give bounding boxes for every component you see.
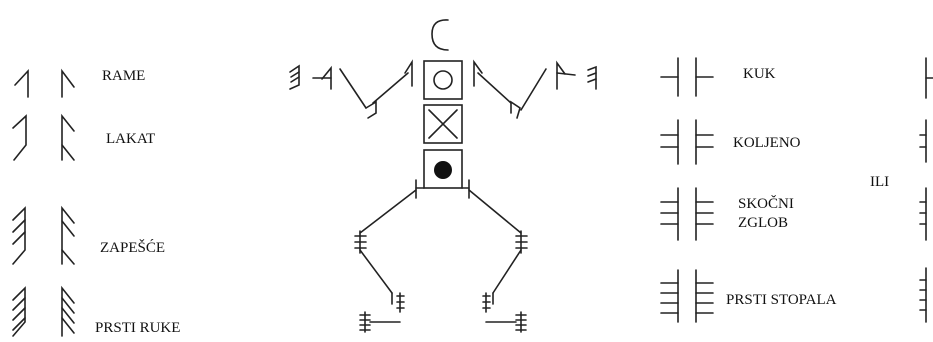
right-leg: [462, 180, 527, 332]
wrist-symbol: [13, 208, 74, 264]
head-symbol: [432, 20, 448, 50]
shoulder-symbol: [15, 71, 74, 97]
wrist-label: ZAPEŠĆE: [100, 239, 165, 256]
fingers-label: PRSTI RUKE: [95, 320, 180, 336]
fingers-symbol: [13, 288, 74, 336]
left-leg: [355, 180, 424, 332]
hip-symbol: [661, 58, 713, 96]
left-arm: [290, 62, 412, 118]
elbow-label: LAKAT: [106, 131, 155, 147]
knee-symbol: [661, 120, 713, 164]
alternative-symbols: [920, 58, 933, 322]
ankle-symbol: [661, 188, 713, 240]
hip-label: KUK: [743, 66, 776, 82]
waist-cross: [429, 110, 457, 138]
knee-label: KOLJENO: [733, 135, 801, 151]
right-arm: [474, 62, 596, 118]
central-figure: [290, 20, 596, 332]
toes-label: PRSTI STOPALA: [726, 292, 837, 308]
elbow-symbol: [13, 116, 74, 160]
alternative-label: ILI: [870, 174, 889, 190]
ankle-label-line2: ZGLOB: [738, 215, 788, 231]
left-legend: RAME LAKAT ZAPEŠĆE PR: [13, 68, 180, 336]
chest-circle: [434, 71, 452, 89]
shoulder-label: RAME: [102, 68, 145, 84]
pelvis-dot: [434, 161, 452, 179]
toes-symbol: [661, 270, 713, 322]
ankle-label-line1: SKOČNI: [738, 195, 794, 212]
chest-box: [424, 61, 462, 99]
right-legend: KUK KOLJENO SKOČNI ZGLOB PRSTI STOPALA I…: [661, 58, 933, 322]
